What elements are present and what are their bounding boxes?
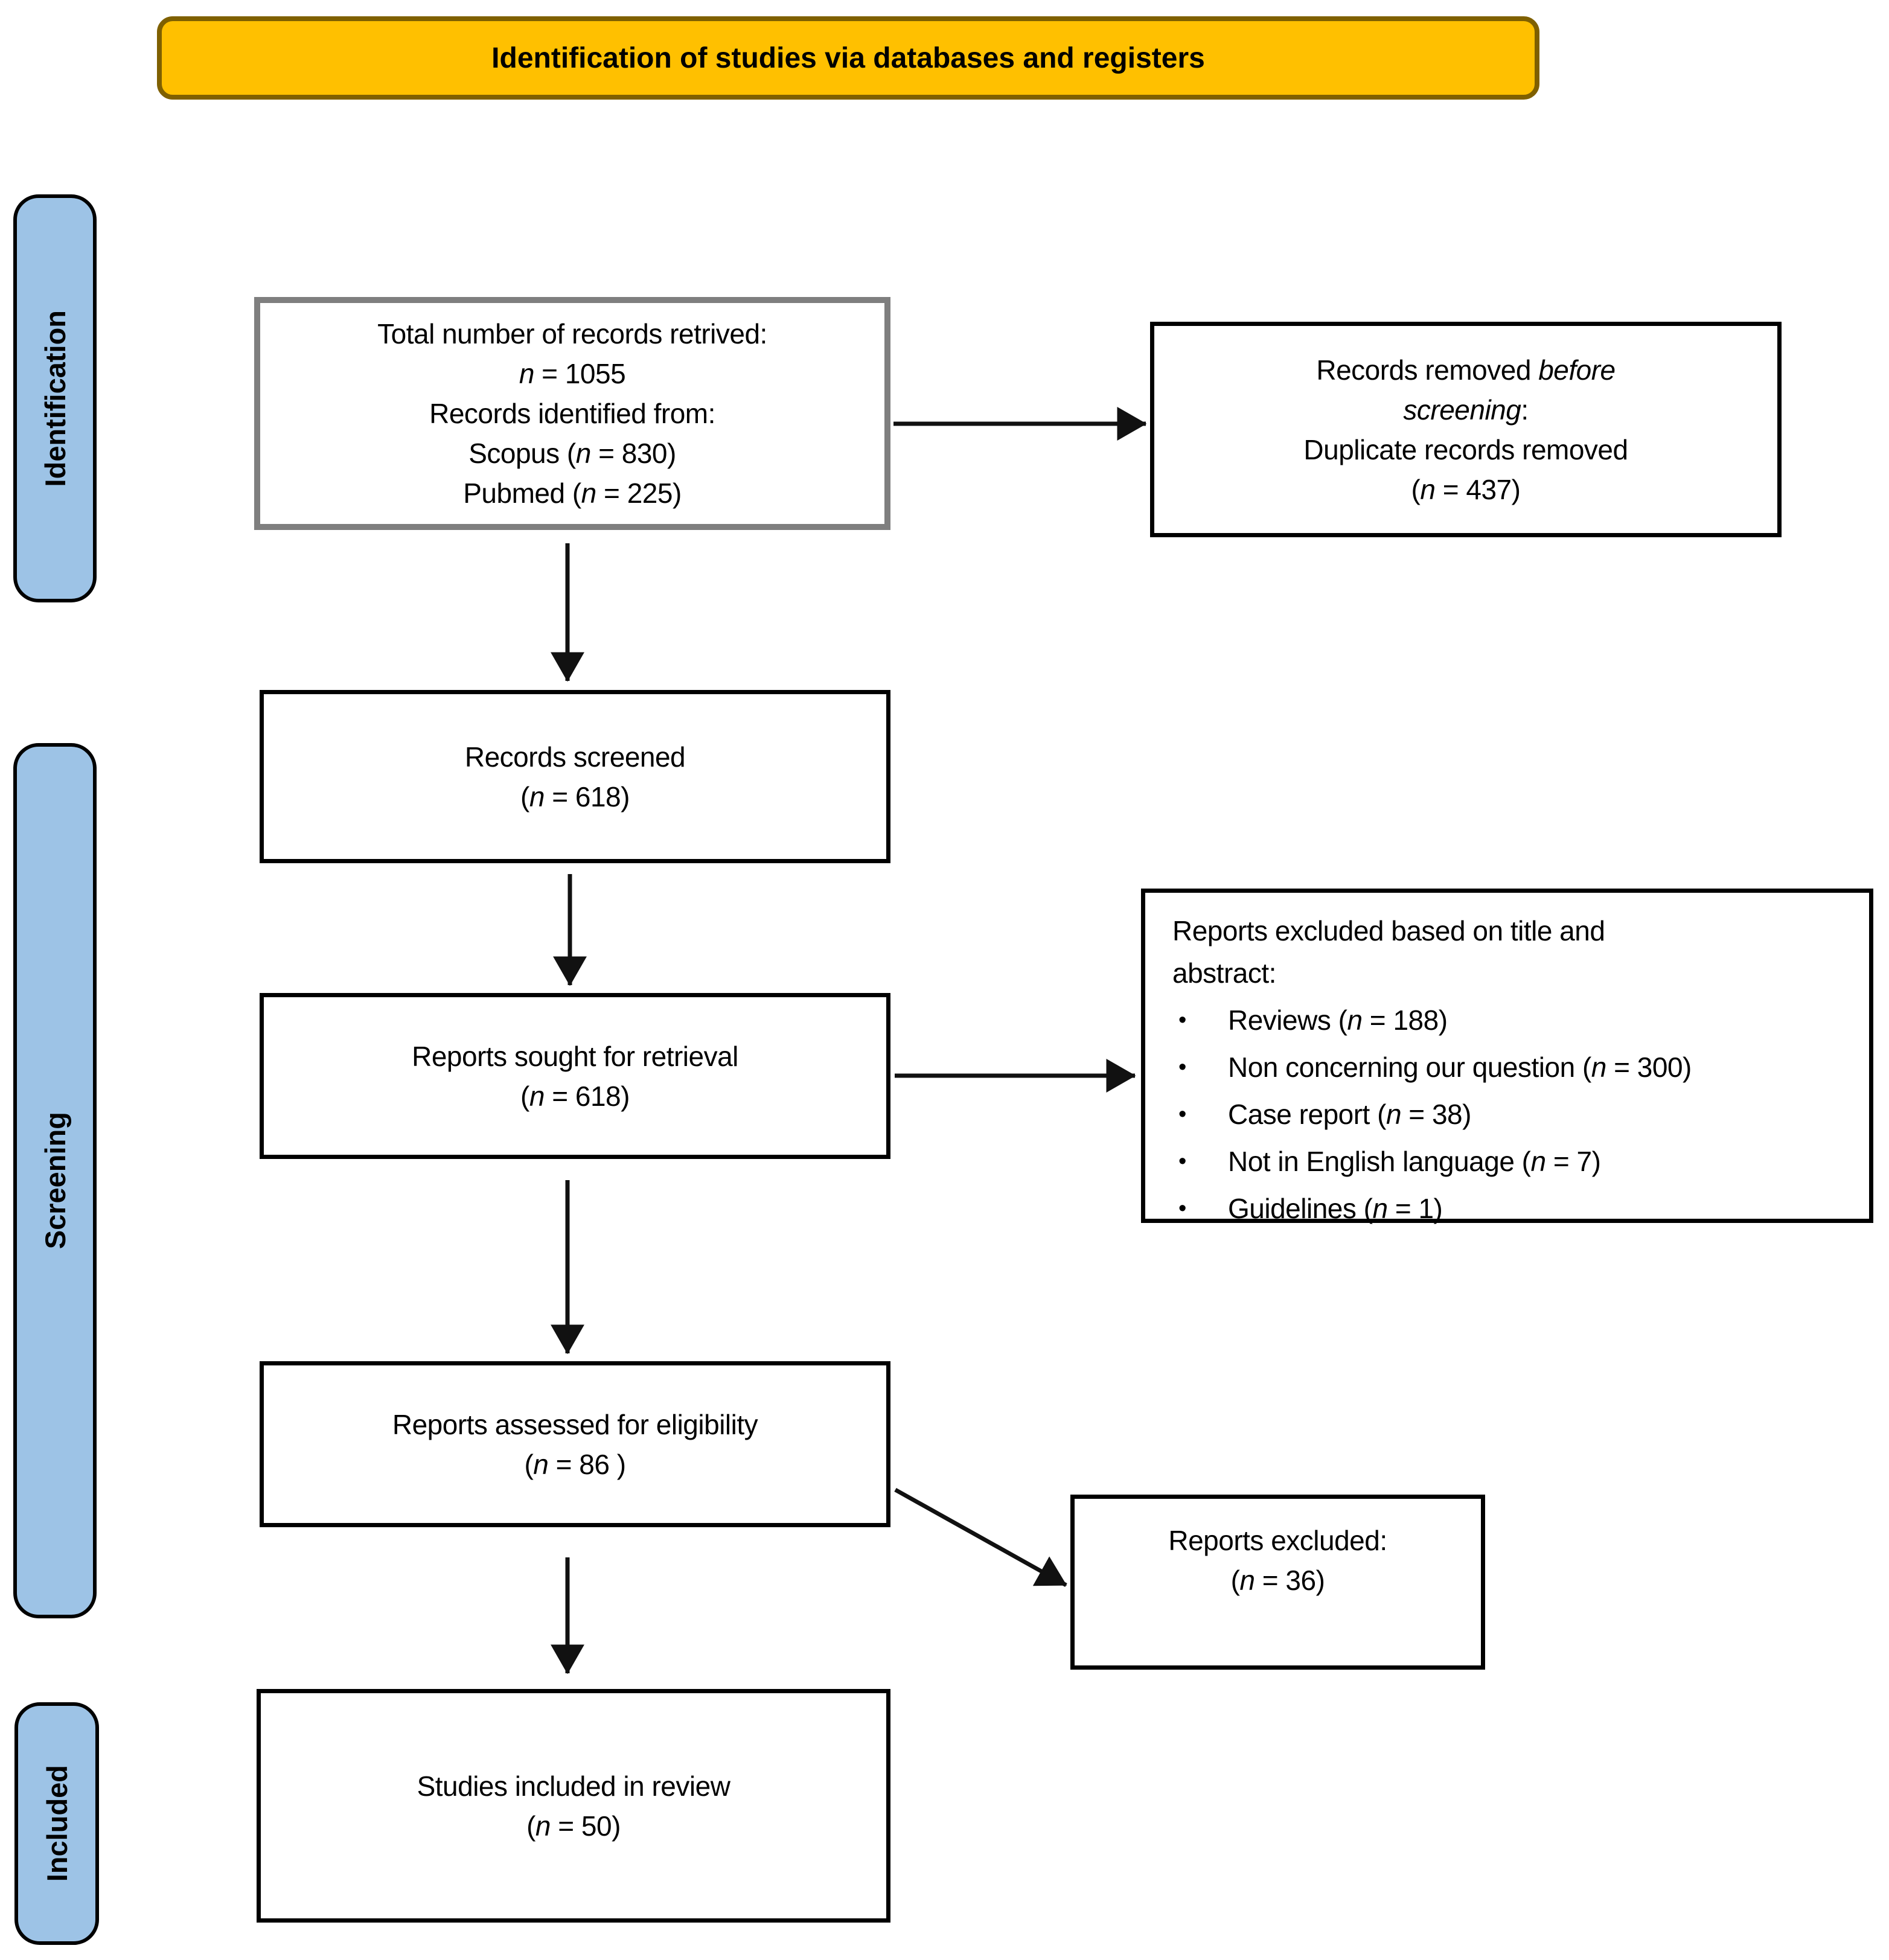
n-symbol: n xyxy=(529,780,545,812)
paren-open: ( xyxy=(1230,1565,1240,1596)
bullet-label: Reviews ( xyxy=(1228,1004,1347,1036)
scopus-count: = 830) xyxy=(590,438,676,469)
excluded-bullet-reviews: • Reviews (n = 188) xyxy=(1172,999,1448,1041)
bullet-icon: • xyxy=(1178,1149,1186,1174)
records-removed-screening-italic: screening xyxy=(1403,394,1521,426)
records-removed-before-italic: before xyxy=(1538,354,1616,386)
studies-included-title: Studies included in review xyxy=(417,1770,730,1802)
bullet-text: Guidelines (n = 1) xyxy=(1228,1187,1443,1230)
bullet-label: Non concerning our question ( xyxy=(1228,1052,1591,1083)
records-removed-count: (n = 437) xyxy=(1411,470,1521,509)
bullet-label: Not in English language ( xyxy=(1228,1146,1531,1177)
bullet-count: = 300) xyxy=(1606,1052,1692,1083)
records-retrieved-title: Total number of records retrived: xyxy=(377,318,767,350)
paren-open: ( xyxy=(524,1448,534,1480)
records-retrieved-count-value: = 1055 xyxy=(534,358,626,389)
bullet-count: = 7) xyxy=(1545,1146,1601,1177)
box-reports-sought-for-retrieval: Reports sought for retrieval (n = 618) xyxy=(260,993,890,1159)
bullet-label: Case report ( xyxy=(1228,1099,1386,1130)
stage-included: Included xyxy=(14,1702,99,1945)
reports-sought-count: (n = 618) xyxy=(520,1076,630,1116)
n-symbol: n xyxy=(533,1448,549,1480)
stage-included-label: Included xyxy=(40,1765,73,1882)
excluded-bullet-not-english: • Not in English language (n = 7) xyxy=(1172,1140,1601,1183)
excluded-title-line2: abstract: xyxy=(1172,957,1276,989)
records-pubmed: Pubmed (n = 225) xyxy=(463,473,682,513)
bullet-count: = 1) xyxy=(1387,1193,1443,1224)
n-symbol: n xyxy=(1420,473,1436,505)
scopus-label: Scopus ( xyxy=(468,438,576,469)
box-reports-assessed-eligibility: Reports assessed for eligibility (n = 86… xyxy=(260,1361,890,1527)
records-removed-colon: : xyxy=(1521,394,1529,426)
box-records-screened: Records screened (n = 618) xyxy=(260,690,890,863)
stage-identification-label: Identification xyxy=(39,310,71,487)
records-screened-title: Records screened xyxy=(464,741,686,773)
reports-assessed-count: (n = 86 ) xyxy=(524,1444,626,1484)
n-symbol: n xyxy=(529,1080,545,1112)
paren-open: ( xyxy=(1411,473,1421,505)
n-symbol: n xyxy=(1347,1004,1363,1036)
n-symbol: n xyxy=(1372,1193,1388,1224)
n-symbol: n xyxy=(1591,1052,1607,1083)
records-removed-line2: screening: xyxy=(1403,390,1529,430)
records-screened-count: (n = 618) xyxy=(520,777,630,817)
stage-screening-label: Screening xyxy=(39,1112,71,1250)
n-symbol: n xyxy=(535,1810,551,1842)
n-symbol: n xyxy=(581,477,597,509)
arrow-assessed-to-excluded xyxy=(894,1487,1067,1588)
excluded-title-line1: Reports excluded based on title and xyxy=(1172,915,1605,946)
records-removed-count-value: = 437) xyxy=(1435,473,1521,505)
n-symbol: n xyxy=(1530,1146,1547,1177)
banner-title: Identification of studies via databases … xyxy=(491,42,1205,74)
bullet-icon: • xyxy=(1178,1102,1186,1127)
records-removed-text: Records removed xyxy=(1316,354,1539,386)
records-retrieved-count: n = 1055 xyxy=(519,354,626,394)
n-symbol: n xyxy=(575,438,592,469)
records-scopus: Scopus (n = 830) xyxy=(468,433,676,473)
box-records-removed-before-screening: Records removed before screening: Duplic… xyxy=(1150,322,1782,537)
records-screened-count-value: = 618) xyxy=(544,780,630,812)
bullet-icon: • xyxy=(1178,1196,1186,1221)
bullet-count: = 188) xyxy=(1362,1004,1448,1036)
stage-screening: Screening xyxy=(13,743,97,1618)
duplicate-records-removed: Duplicate records removed xyxy=(1303,433,1628,465)
box-reports-excluded: Reports excluded: (n = 36) xyxy=(1070,1495,1485,1670)
reports-assessed-count-value: = 86 ) xyxy=(548,1448,626,1480)
stage-identification: Identification xyxy=(13,194,97,602)
bullet-text: Non concerning our question (n = 300) xyxy=(1228,1046,1692,1088)
paren-open: ( xyxy=(526,1810,535,1842)
pubmed-count: = 225) xyxy=(596,477,682,509)
bullet-icon: • xyxy=(1178,1007,1186,1033)
paren-open: ( xyxy=(520,780,529,812)
n-symbol: n xyxy=(1239,1565,1255,1596)
excluded-bullet-non-concerning: • Non concerning our question (n = 300) xyxy=(1172,1046,1692,1088)
bullet-label: Guidelines ( xyxy=(1228,1193,1373,1224)
records-identified-from: Records identified from: xyxy=(429,398,715,429)
records-removed-line1: Records removed before xyxy=(1316,350,1616,390)
reports-assessed-title: Reports assessed for eligibility xyxy=(392,1408,758,1440)
reports-excluded-count-value: = 36) xyxy=(1255,1565,1325,1596)
box-studies-included-in-review: Studies included in review (n = 50) xyxy=(257,1689,890,1923)
box-reports-excluded-title-abstract: Reports excluded based on title and abst… xyxy=(1141,889,1873,1224)
reports-excluded-title: Reports excluded: xyxy=(1168,1525,1387,1556)
bullet-text: Not in English language (n = 7) xyxy=(1228,1140,1601,1183)
banner-databases-registers: Identification of studies via databases … xyxy=(157,16,1539,100)
n-symbol: n xyxy=(519,358,535,389)
bullet-text: Reviews (n = 188) xyxy=(1228,999,1448,1041)
paren-open: ( xyxy=(520,1080,529,1112)
bullet-icon: • xyxy=(1178,1055,1186,1080)
pubmed-label: Pubmed ( xyxy=(463,477,581,509)
excluded-bullet-case-report: • Case report (n = 38) xyxy=(1172,1093,1471,1135)
box-records-retrieved: Total number of records retrived: n = 10… xyxy=(254,297,890,530)
n-symbol: n xyxy=(1386,1099,1402,1130)
reports-excluded-count: (n = 36) xyxy=(1231,1560,1325,1600)
excluded-bullet-guidelines: • Guidelines (n = 1) xyxy=(1172,1187,1443,1230)
bullet-count: = 38) xyxy=(1401,1099,1471,1130)
reports-sought-title: Reports sought for retrieval xyxy=(412,1040,738,1072)
reports-sought-count-value: = 618) xyxy=(544,1080,630,1112)
bullet-text: Case report (n = 38) xyxy=(1228,1093,1471,1135)
studies-included-count-value: = 50) xyxy=(551,1810,621,1842)
studies-included-count: (n = 50) xyxy=(526,1806,621,1846)
